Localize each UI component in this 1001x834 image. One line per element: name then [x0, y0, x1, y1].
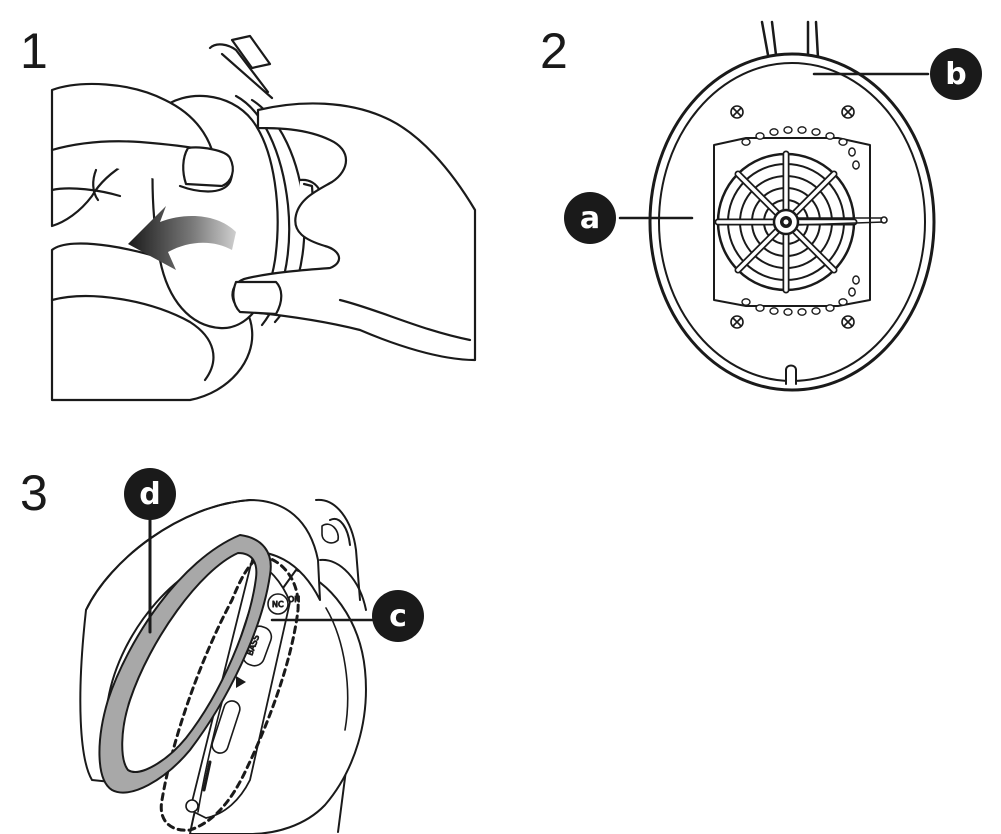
step-number-2: 2: [540, 23, 568, 79]
right-hand: [231, 102, 477, 362]
callout-d: d: [124, 468, 176, 520]
step-number-3: 3: [20, 465, 48, 521]
dashed-outline-c: [159, 554, 300, 832]
svg-text:d: d: [139, 477, 160, 512]
nc-label: NC: [272, 600, 284, 609]
headband-cable: [208, 43, 274, 100]
step2-illustration: [618, 20, 936, 392]
driver-grille: [714, 150, 888, 294]
step-number-1: 1: [20, 23, 48, 79]
on-label: ON: [288, 595, 300, 604]
vent-holes: [741, 126, 860, 316]
mounting-screws: [730, 105, 855, 329]
step3-illustration: NC ON BASS: [79, 498, 374, 834]
callout-c: c: [372, 590, 424, 642]
svg-text:c: c: [389, 599, 407, 634]
svg-text:a: a: [580, 201, 600, 236]
step1-illustration: [50, 34, 477, 402]
svg-text:b: b: [945, 57, 966, 92]
callout-b: b: [930, 48, 982, 100]
grey-ring-d: [98, 534, 272, 794]
removal-arrow: [128, 206, 236, 270]
callout-a: a: [564, 192, 616, 244]
